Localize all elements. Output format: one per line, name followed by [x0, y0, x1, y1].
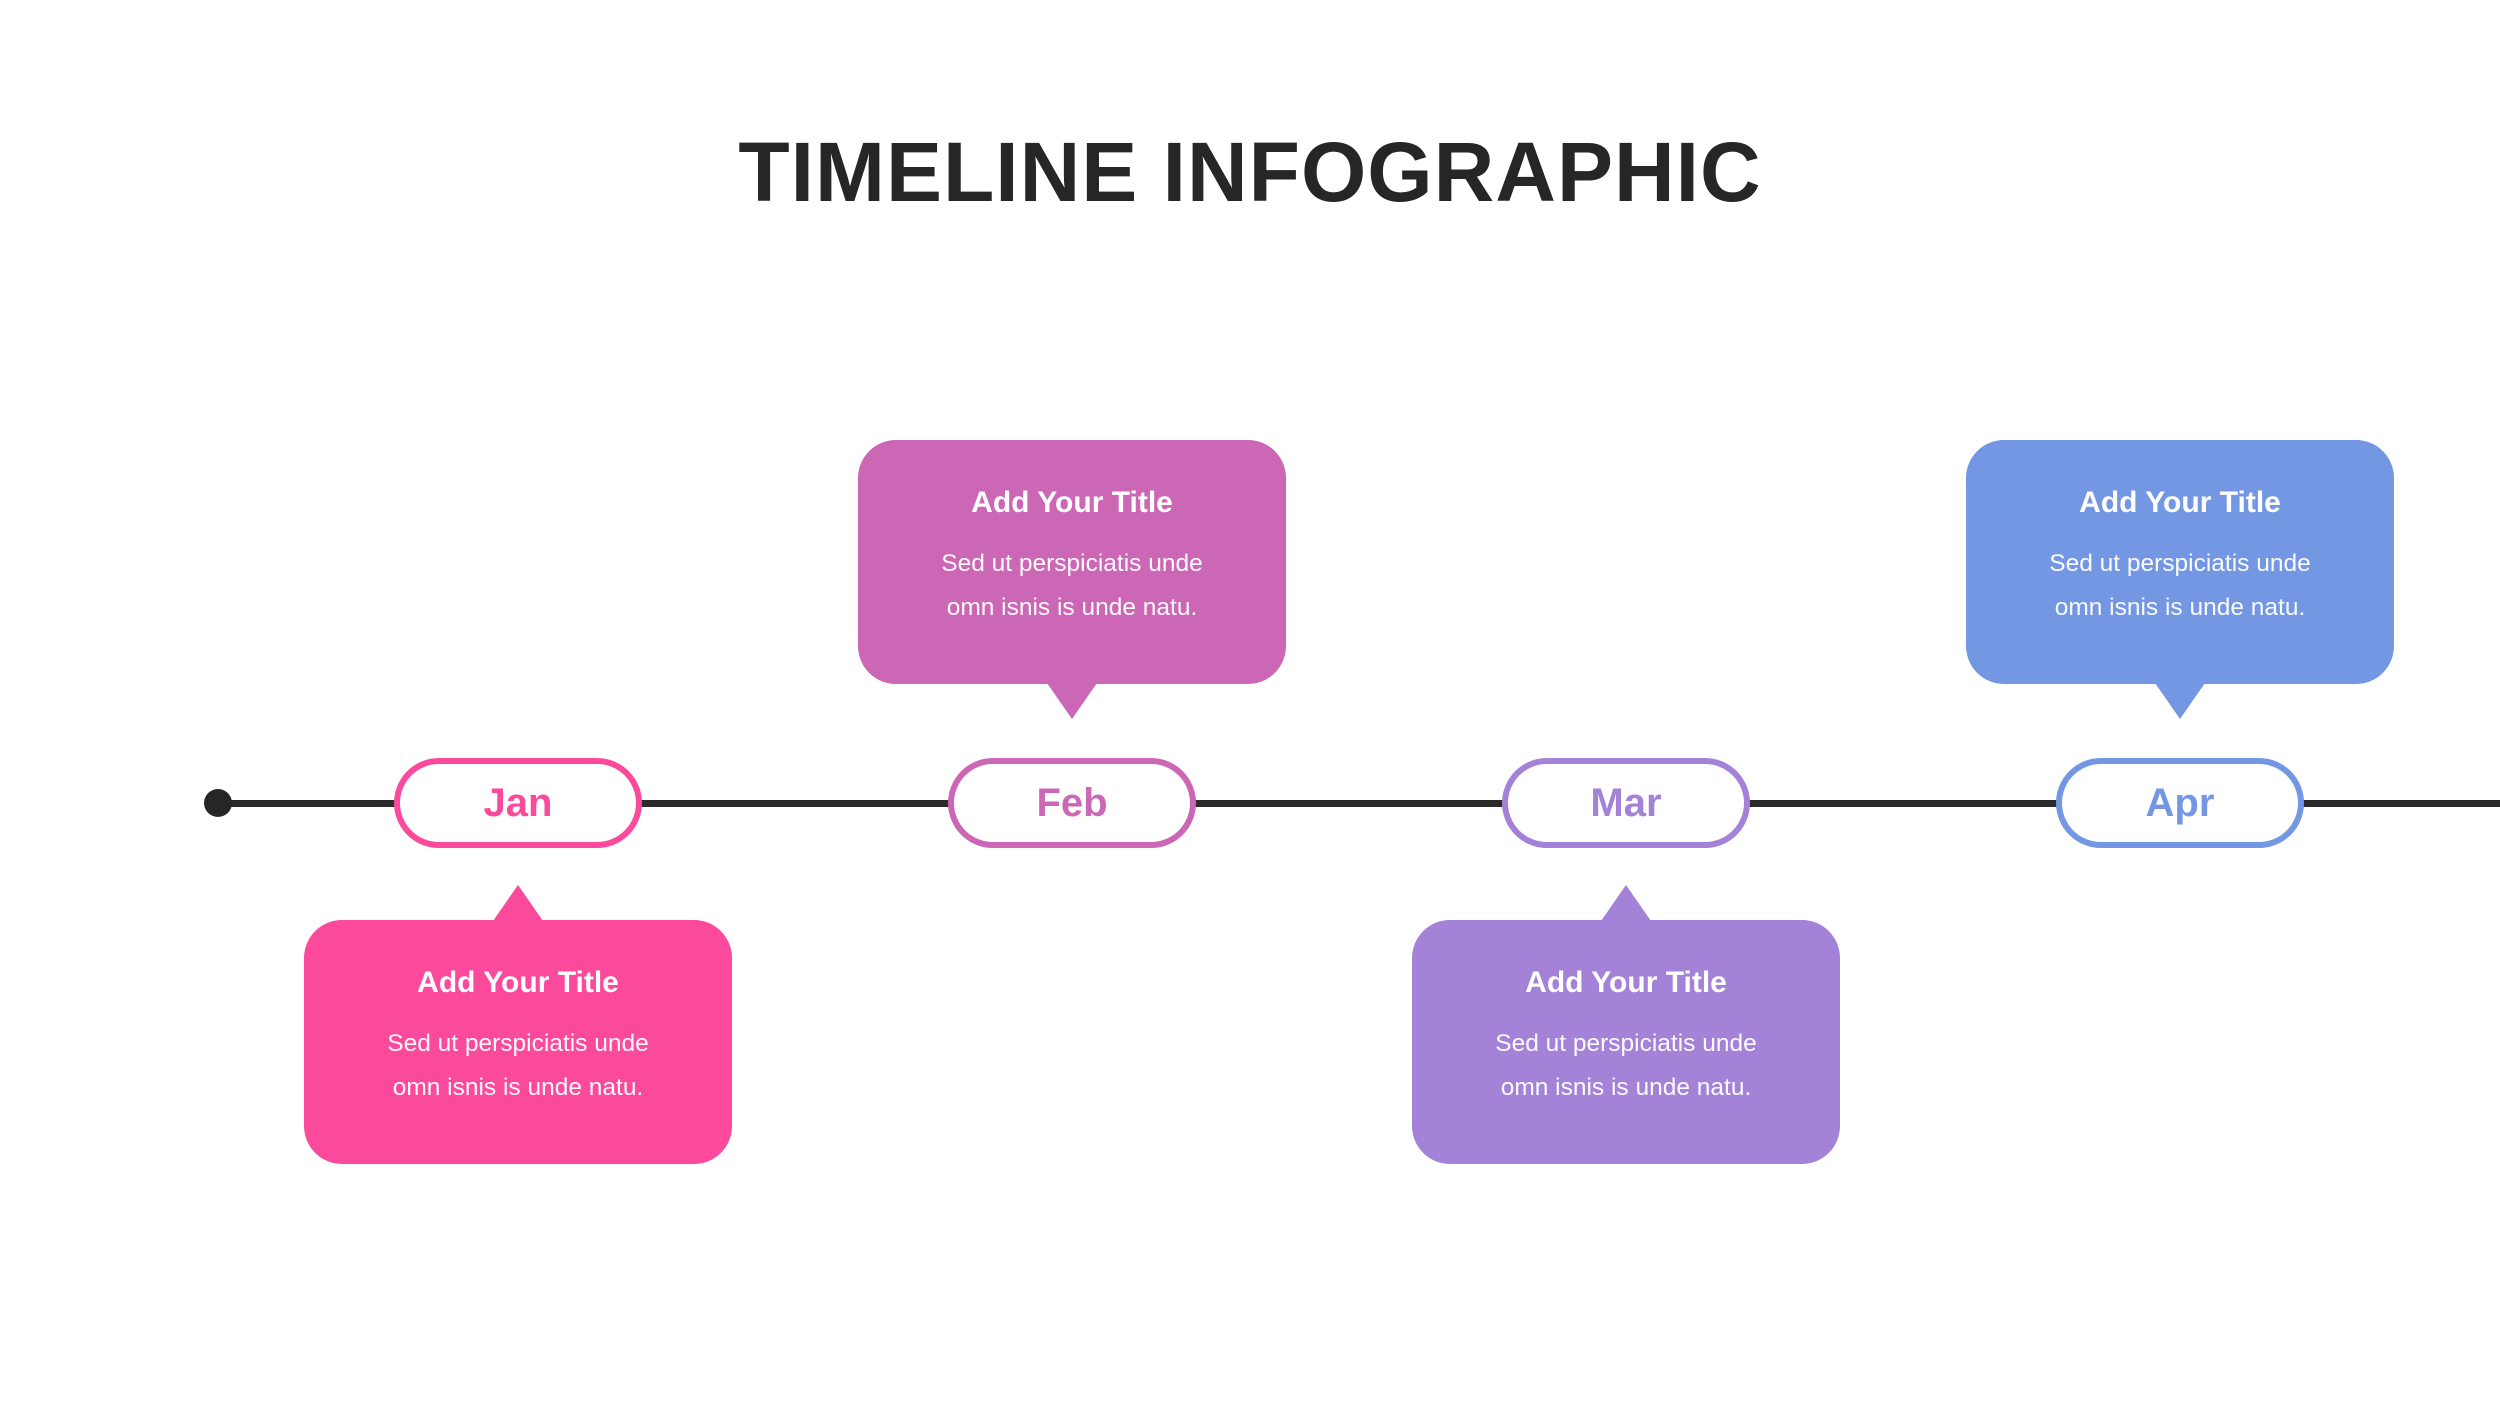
callout-card-feb: Add Your Title Sed ut perspiciatis unde … [858, 440, 1286, 719]
card-body-mar-line1: Sed ut perspiciatis unde [1495, 1030, 1757, 1057]
callout-card-jan: Add Your Title Sed ut perspiciatis unde … [304, 885, 732, 1164]
callout-tail-jan [493, 885, 543, 921]
card-body-mar-line2: omn isnis is unde natu. [1500, 1074, 1752, 1101]
month-label-jan: Jan [483, 780, 553, 825]
card-title-jan: Add Your Title [417, 966, 619, 999]
callout-tail-mar [1601, 885, 1651, 921]
callout-card-apr: Add Your Title Sed ut perspiciatis unde … [1966, 440, 2394, 719]
card-body-jan-line1: Sed ut perspiciatis unde [387, 1030, 649, 1057]
month-label-feb: Feb [1036, 780, 1108, 825]
card-title-feb: Add Your Title [971, 486, 1173, 519]
month-label-mar: Mar [1590, 780, 1662, 825]
milestone-pill-feb: Feb [948, 758, 1196, 848]
milestone-pill-mar: Mar [1502, 758, 1750, 848]
timeline-start-dot [204, 789, 232, 817]
timeline-line [218, 800, 2500, 807]
milestone-pill-apr: Apr [2056, 758, 2304, 848]
callout-tail-apr [2155, 683, 2205, 719]
milestone-pill-jan: Jan [394, 758, 642, 848]
callout-card-mar: Add Your Title Sed ut perspiciatis unde … [1412, 885, 1840, 1164]
month-label-apr: Apr [2145, 780, 2215, 825]
card-body-apr-line1: Sed ut perspiciatis unde [2049, 550, 2311, 577]
card-body-feb-line1: Sed ut perspiciatis unde [941, 550, 1203, 577]
card-body-jan-line2: omn isnis is unde natu. [392, 1074, 644, 1101]
card-title-apr: Add Your Title [2079, 486, 2281, 519]
card-title-mar: Add Your Title [1525, 966, 1727, 999]
card-body-apr-line2: omn isnis is unde natu. [2054, 594, 2306, 621]
page-title: TIMELINE INFOGRAPHIC [738, 125, 1762, 219]
card-body-feb-line2: omn isnis is unde natu. [946, 594, 1198, 621]
callout-tail-feb [1047, 683, 1097, 719]
